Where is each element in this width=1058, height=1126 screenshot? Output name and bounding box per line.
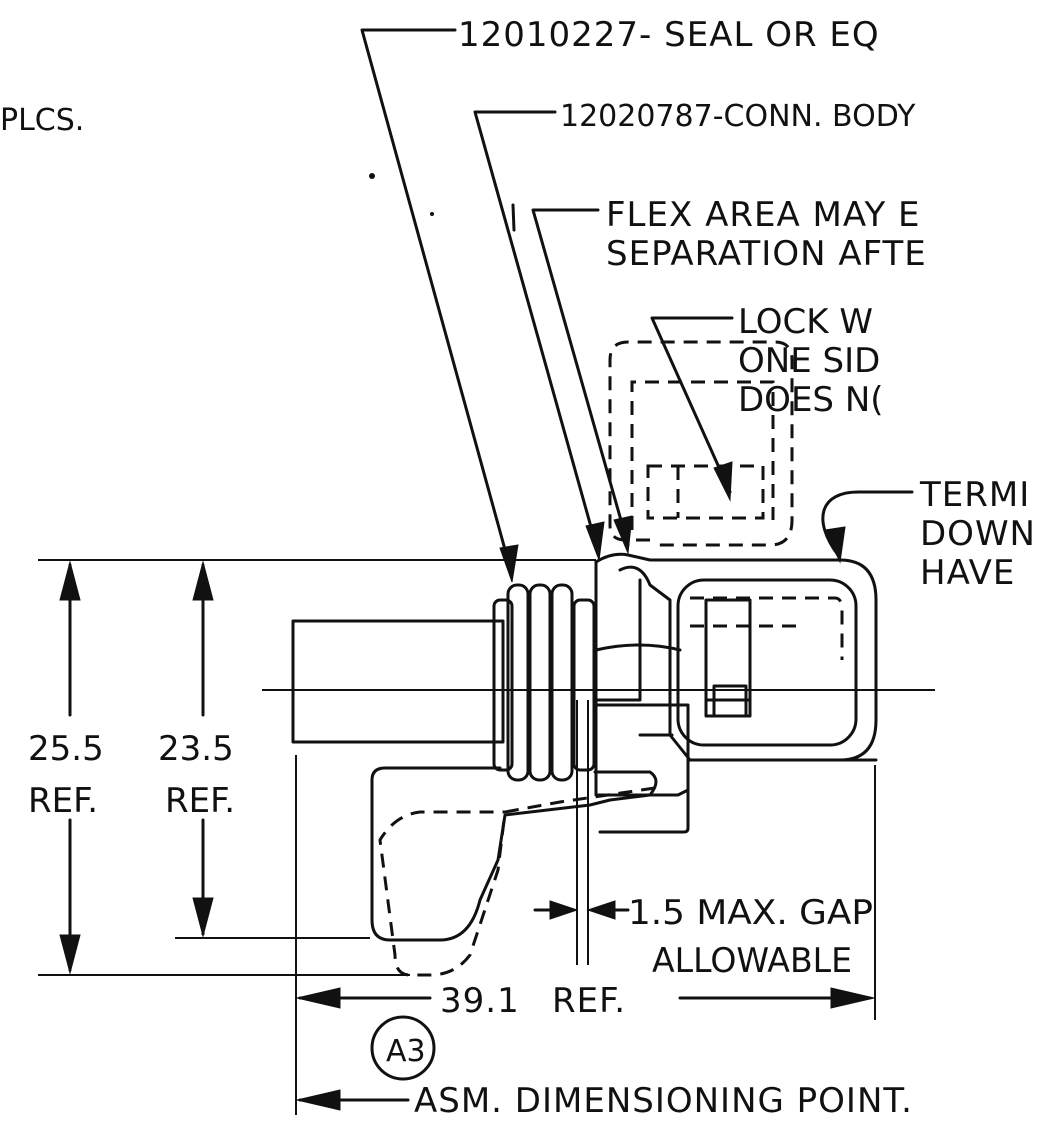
terminal-dashed-top [690, 596, 844, 660]
dim-25-5-arrow-top [59, 560, 81, 601]
dim-25-5-value: 25.5 [28, 729, 104, 769]
terminal-leader-line [821, 490, 914, 557]
flex-leader-line [531, 208, 630, 547]
asm-point-text: ASM. DIMENSIONING POINT. [414, 1081, 913, 1121]
terminal-text-line2: DOWN [920, 514, 1036, 554]
datum-circle [370, 1015, 436, 1081]
dim-39-1-ref: REF. [552, 981, 626, 1021]
dim-39-1-arrow-right [830, 987, 875, 1009]
front-housing [676, 578, 858, 747]
lock-leader-line [650, 316, 734, 494]
lever-dashed-outline [378, 786, 656, 977]
dim-23-5-value: 23.5 [158, 729, 234, 769]
lock-window-dashed [646, 464, 765, 520]
asm-point-arrow [296, 1089, 341, 1111]
terminal-leader-arrowhead [824, 526, 846, 564]
dim-23-5-ref: REF. [165, 781, 235, 821]
dim-23-5-arrow-bottom [192, 897, 214, 938]
lock-inner-dashed [630, 380, 775, 530]
dim-25-5-ref: REF. [28, 781, 98, 821]
gap-label-line2: ALLOWABLE [652, 941, 852, 981]
flex-tick-mark [511, 203, 516, 232]
stray-dot [369, 173, 375, 179]
terminal-text-line1: TERMI [919, 475, 1030, 515]
conn-body-leader-line [473, 110, 600, 554]
wire-body [291, 619, 505, 744]
body-inner-step [594, 578, 642, 702]
lock-text-line2: ONE SID [738, 341, 880, 381]
body-inner-contour [618, 565, 692, 762]
conn-body-leader-arrowhead [585, 521, 605, 561]
seal-leader-arrowhead [499, 544, 519, 583]
conn-body-callout-text: 12020787-CONN. BODY [560, 99, 916, 134]
datum-label: A3 [386, 1034, 426, 1069]
plcs-text: PLCS. [0, 103, 84, 138]
dim-39-1-arrow-left [296, 987, 341, 1009]
lock-text-line1: LOCK W [738, 302, 873, 342]
flex-area-text-line2: SEPARATION AFTE [606, 234, 927, 274]
dim-25-5-arrow-bottom [59, 934, 81, 975]
stray-dot-small [430, 212, 434, 216]
lever-tail [598, 788, 690, 834]
terminal-text-line3: HAVE [920, 553, 1015, 593]
seal [492, 583, 596, 782]
gap-arrow-left-head [549, 900, 579, 920]
flex-area-text-line1: FLEX AREA MAY E [606, 195, 921, 235]
gap-arrow-right-head [586, 900, 616, 920]
lock-text-line3: DOES N( [738, 380, 884, 420]
connector-body-outline [594, 552, 878, 762]
dim-39-1-value: 39.1 [440, 981, 520, 1021]
body-inner-curve [594, 643, 682, 652]
gap-label-line1: 1.5 MAX. GAP [628, 893, 873, 933]
flex-leader-arrowhead [613, 515, 633, 555]
seal-leader-line [360, 28, 514, 577]
seal-callout-text: 12010227- SEAL OR EQ [458, 15, 880, 55]
lock-leader-arrowhead [713, 461, 733, 502]
connector-body-rear [594, 560, 690, 797]
dim-23-5-arrow-top [192, 560, 214, 601]
